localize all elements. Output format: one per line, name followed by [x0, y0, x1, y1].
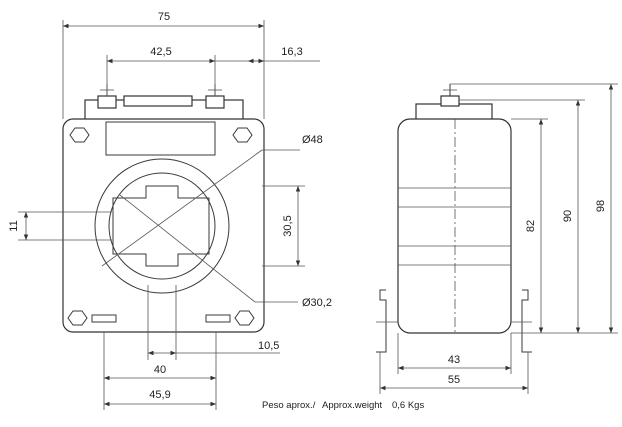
aperture-inner-circle: [108, 172, 216, 280]
dim-base-width: 45,9: [149, 389, 170, 401]
nameplate-window: [105, 121, 216, 156]
mounting-foot-left: [376, 289, 398, 353]
hex-nut-bottom-left: [67, 310, 88, 326]
side-terminal-screw: [440, 84, 460, 107]
hex-nut-top-left: [69, 127, 90, 143]
dim-bore-diameter: Ø30,2: [302, 297, 332, 309]
cross-bore: [112, 185, 210, 267]
aperture-outer-circle: [94, 158, 230, 294]
weight-label-es: Peso aprox./: [262, 400, 316, 411]
side-view: [376, 84, 532, 353]
base-slot-right: [205, 314, 231, 323]
side-dimensions: 82 90 98 43 55: [379, 83, 618, 394]
dim-base-depth: 55: [448, 374, 460, 386]
dim-body-height: 82: [525, 220, 537, 232]
dim-body-depth: 43: [448, 354, 460, 366]
dim-base-slot-width: 10,5: [258, 340, 279, 352]
dim-slot-height: 11: [8, 220, 20, 231]
front-view: [62, 84, 300, 333]
terminal-cover: [123, 95, 193, 107]
hex-nut-top-right: [232, 127, 253, 143]
dim-height-to-terminal: 90: [562, 210, 574, 222]
dim-aperture-diameter: Ø48: [302, 134, 323, 146]
mounting-foot-right: [511, 289, 532, 353]
weight-label-en: Approx.weight: [322, 400, 383, 411]
dim-aperture-height: 30,5: [282, 215, 294, 236]
front-body: [62, 118, 265, 333]
weight-value: 0,6 Kgs: [392, 400, 425, 411]
dim-terminal-offset: 16,3: [281, 46, 302, 58]
dim-terminal-spacing: 42,5: [150, 46, 171, 58]
dim-overall-height: 98: [595, 200, 607, 212]
base-slot-left: [91, 314, 117, 323]
dim-overall-width: 75: [158, 11, 170, 23]
dim-mount-spacing: 40: [154, 364, 166, 376]
front-dimensions: 75 42,5 16,3 Ø48 30,5 11 Ø30,2 10,5: [8, 11, 332, 410]
hex-nut-bottom-right: [234, 310, 255, 326]
side-body: [397, 118, 512, 334]
